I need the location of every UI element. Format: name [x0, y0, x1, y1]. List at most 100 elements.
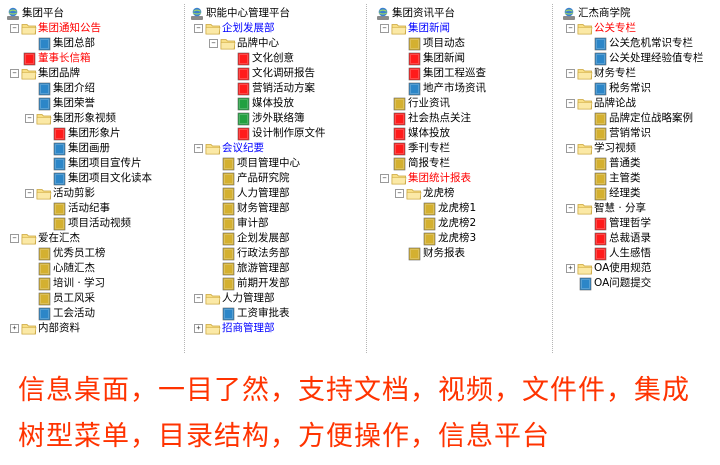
tree-node-label: 龙虎榜3	[438, 232, 477, 244]
tree-node-label: 普通类	[609, 157, 641, 169]
document-icon	[38, 307, 51, 326]
tree-node-label: 活动纪事	[68, 202, 110, 214]
tree-node-label: 审计部	[237, 217, 269, 229]
collapse-toggle-icon[interactable]: −	[395, 189, 404, 198]
document-icon	[237, 82, 250, 101]
collapse-toggle-icon[interactable]: −	[566, 144, 575, 153]
collapse-toggle-icon[interactable]: −	[10, 24, 19, 33]
tree-node-label: 季刊专栏	[408, 142, 450, 154]
document-icon	[594, 112, 607, 131]
document-icon	[38, 82, 51, 101]
collapse-toggle-icon[interactable]: −	[566, 24, 575, 33]
tree-node-label: 主管类	[609, 172, 641, 184]
tree-node-label: 产品研究院	[237, 172, 290, 184]
tree-root-label: 集团资讯平台	[392, 7, 455, 19]
document-icon	[53, 127, 66, 146]
collapse-toggle-icon[interactable]: −	[566, 99, 575, 108]
document-icon	[594, 172, 607, 191]
tree-node-label: 财务报表	[423, 247, 465, 259]
tree-node-label: 集团项目文化读本	[68, 172, 152, 184]
tree-node-label: 集团荣誉	[53, 97, 95, 109]
expand-toggle-icon[interactable]: +	[566, 264, 575, 273]
collapse-toggle-icon[interactable]: −	[566, 204, 575, 213]
document-icon	[408, 67, 421, 86]
tree-node-label: 工资审批表	[237, 307, 290, 319]
collapse-toggle-icon[interactable]: −	[566, 69, 575, 78]
tree-node-label: 公关处理经验值专栏	[609, 52, 704, 64]
document-icon	[393, 112, 406, 131]
document-icon	[222, 277, 235, 296]
tree-node-label: 内部资料	[38, 322, 80, 334]
collapse-toggle-icon[interactable]: −	[194, 144, 203, 153]
tree-node-label: 媒体投放	[408, 127, 450, 139]
collapse-toggle-icon[interactable]: −	[380, 174, 389, 183]
tree-node-label: 集团品牌	[38, 67, 80, 79]
tree-node-label: 企划发展部	[237, 232, 290, 244]
tree-node-label: 集团画册	[68, 142, 110, 154]
document-icon	[222, 262, 235, 281]
tree-node-label: 行政法务部	[237, 247, 290, 259]
collapse-toggle-icon[interactable]: −	[25, 114, 34, 123]
folder-open-icon	[577, 67, 593, 85]
document-icon	[222, 172, 235, 191]
collapse-toggle-icon[interactable]: −	[380, 24, 389, 33]
tree-node-label: 人力管理部	[222, 292, 275, 304]
computer-globe-icon	[562, 7, 576, 26]
collapse-toggle-icon[interactable]: −	[194, 294, 203, 303]
document-icon	[594, 127, 607, 146]
folder-open-icon	[577, 202, 593, 220]
document-icon	[237, 127, 250, 146]
tree-node-label: 集团新闻	[423, 52, 465, 64]
document-icon	[222, 307, 235, 326]
tree-node-label: 财务专栏	[594, 67, 636, 79]
document-icon	[237, 97, 250, 116]
collapse-toggle-icon[interactable]: −	[209, 39, 218, 48]
document-icon	[594, 157, 607, 176]
folder-open-icon	[577, 22, 593, 40]
expand-toggle-icon[interactable]: +	[10, 324, 19, 333]
panel-divider	[366, 4, 367, 353]
document-icon	[408, 82, 421, 101]
tree-node-label: 经理类	[609, 187, 641, 199]
folder-icon	[577, 262, 593, 280]
tree-node-label: 心随汇杰	[53, 262, 95, 274]
tree-node-label: 集团工程巡查	[423, 67, 486, 79]
tree-node-label: 龙虎榜2	[438, 217, 477, 229]
tree-node-label: 公关专栏	[594, 22, 636, 34]
tree-root-label: 汇杰商学院	[578, 7, 631, 19]
tree-node-label: 媒体投放	[252, 97, 294, 109]
computer-globe-icon	[190, 7, 204, 26]
collapse-toggle-icon[interactable]: −	[10, 69, 19, 78]
folder-open-icon	[21, 22, 37, 40]
collapse-toggle-icon[interactable]: −	[25, 189, 34, 198]
folder-open-icon	[406, 187, 422, 205]
tree-node-label: 学习视频	[594, 142, 636, 154]
document-icon	[38, 292, 51, 311]
computer-globe-icon	[6, 7, 20, 26]
document-icon	[393, 97, 406, 116]
tree-node-label: 集团通知公告	[38, 22, 101, 34]
document-icon	[594, 232, 607, 251]
document-icon	[222, 187, 235, 206]
tree-node-label: 项目动态	[423, 37, 465, 49]
tree-node-label: 智慧 · 分享	[594, 202, 647, 214]
folder-open-icon	[577, 142, 593, 160]
tree-node-label: 集团总部	[53, 37, 95, 49]
collapse-toggle-icon[interactable]: −	[194, 24, 203, 33]
tree-node-label: 会议纪要	[222, 142, 264, 154]
document-icon	[38, 37, 51, 56]
folder-open-icon	[21, 67, 37, 85]
tree-node-label: 公关危机常识专栏	[609, 37, 693, 49]
folder-open-icon	[36, 112, 52, 130]
collapse-toggle-icon[interactable]: −	[10, 234, 19, 243]
expand-toggle-icon[interactable]: +	[194, 324, 203, 333]
tree-node-label: 人力管理部	[237, 187, 290, 199]
document-icon	[237, 112, 250, 131]
tree-node-label: OA问题提交	[594, 277, 652, 289]
tree-node-label: 董事长信箱	[38, 52, 91, 64]
tree-node-label: 品牌定位战略案例	[609, 112, 693, 124]
tree-node-label: 工会活动	[53, 307, 95, 319]
tree-node-label: 集团形象视频	[53, 112, 116, 124]
document-icon	[38, 262, 51, 281]
folder-open-icon	[391, 172, 407, 190]
